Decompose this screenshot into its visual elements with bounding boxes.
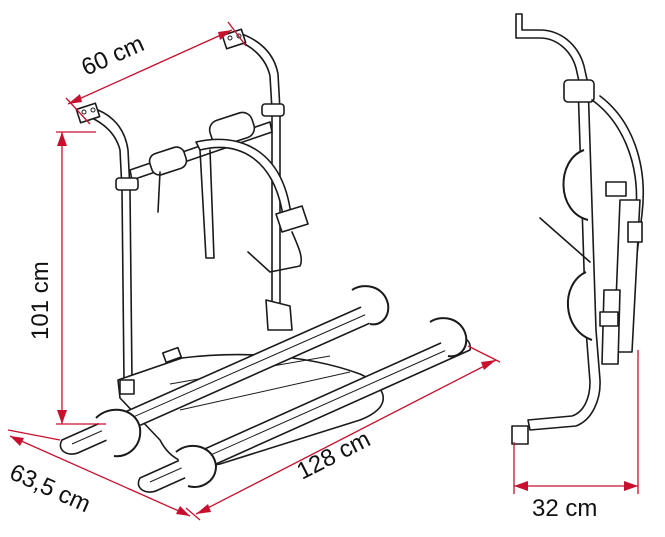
dimension-32cm: 32 cm [513,350,639,522]
side-upright-tube [527,81,601,431]
strap-front-right [175,444,218,488]
frame-arm [195,138,309,273]
top-left-mount-bracket [75,102,101,124]
dimension-101cm: 101 cm [27,131,106,425]
top-right-mount-bracket [221,28,247,50]
strap-rear-left [351,285,390,326]
carrier-side-view [511,13,644,445]
frame-holder-crossbar [115,103,285,259]
lower-support-bracket [265,299,293,331]
strap-front-left [95,408,142,458]
dimension-label-height: 101 cm [27,261,54,340]
dimension-label-width: 60 cm [77,30,148,81]
dimension-label-side-depth: 32 cm [532,495,597,522]
strap-rear-right [429,317,468,358]
carrier-perspective-view [59,28,472,493]
left-upright-tube [91,109,133,381]
